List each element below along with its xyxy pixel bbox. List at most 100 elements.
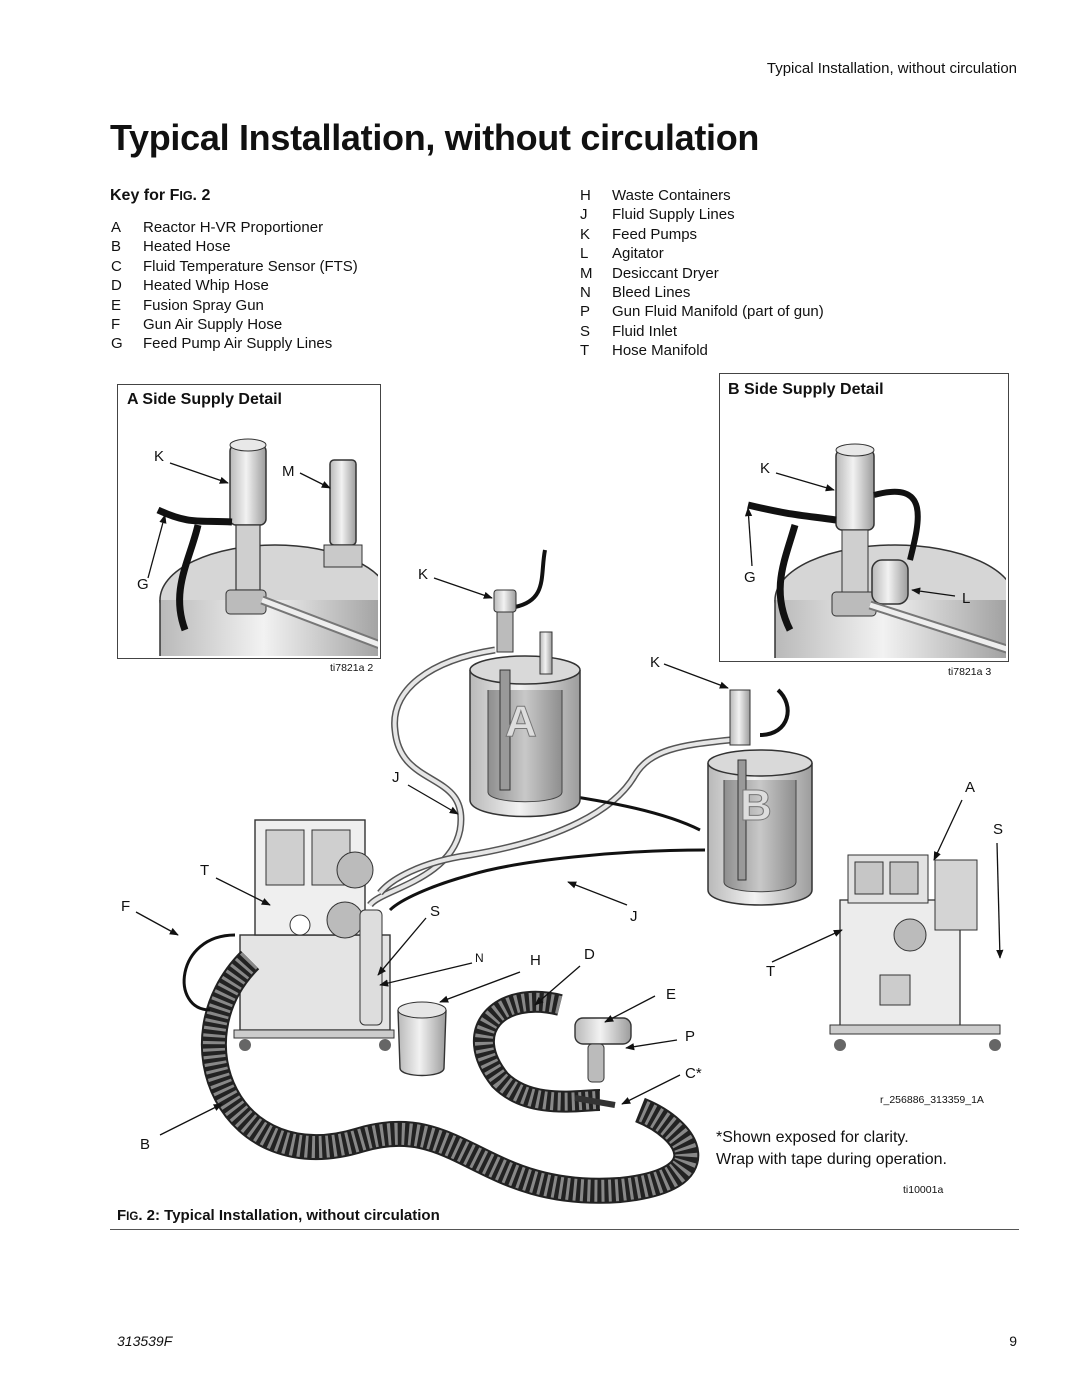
- label-k-detail-a: K: [154, 448, 165, 465]
- key-letter: A: [111, 219, 122, 236]
- key-letter: F: [111, 316, 121, 334]
- key-item: T Hose Manifold: [580, 341, 824, 360]
- note-line-2: Wrap with tape during operation.: [716, 1151, 947, 1168]
- key-text: Bleed Lines: [612, 284, 691, 302]
- key-letter: S: [580, 322, 591, 340]
- key-item: M Desiccant Dryer: [580, 264, 824, 283]
- key-text: Heated Hose: [143, 238, 231, 256]
- label-s-inset: S: [993, 821, 1004, 838]
- a-side-detail-title: A Side Supply Detail: [127, 391, 282, 408]
- label-t-inset: T: [766, 963, 776, 980]
- key-item: A Reactor H-VR Proportioner: [111, 218, 358, 237]
- label-p: P: [685, 1028, 696, 1045]
- detail-b-ref: ti7821a 3: [948, 666, 992, 678]
- caption-divider: [110, 1229, 1019, 1230]
- key-text: Fusion Spray Gun: [143, 296, 264, 314]
- page-number: 9: [1009, 1333, 1017, 1349]
- key-item: L Agitator: [580, 244, 824, 263]
- key-text: Heated Whip Hose: [143, 277, 269, 295]
- b-side-detail-drawing: [744, 443, 1006, 658]
- key-item: E Fusion Spray Gun: [111, 296, 358, 315]
- label-s-main: S: [430, 903, 441, 920]
- key-heading-suffix: . 2: [192, 187, 211, 204]
- label-c: C*: [685, 1065, 702, 1082]
- figure-caption: FIG. 2: Typical Installation, without ci…: [117, 1207, 440, 1224]
- key-heading-fig: IG: [179, 189, 193, 203]
- key-letter: B: [111, 238, 122, 256]
- key-text: Waste Containers: [612, 187, 731, 204]
- key-text: Desiccant Dryer: [612, 264, 719, 282]
- exposure-note: *Shown exposed for clarity. Wrap with ta…: [716, 1127, 947, 1171]
- note-line-1: *Shown exposed for clarity.: [716, 1129, 909, 1146]
- detail-a-ref: ti7821a 2: [330, 662, 374, 674]
- key-heading: Key for FIG. 2: [110, 187, 210, 205]
- main-scene: A B: [135, 549, 1004, 1204]
- key-item: G Feed Pump Air Supply Lines: [111, 334, 358, 353]
- key-item: K Feed Pumps: [580, 225, 824, 244]
- page-title: Typical Installation, without circulatio…: [110, 117, 760, 158]
- key-letter: M: [580, 264, 593, 282]
- key-item: D Heated Whip Hose: [111, 276, 358, 295]
- caption-prefix: F: [117, 1207, 127, 1224]
- key-letter: H: [580, 187, 591, 204]
- key-heading-prefix: Key for F: [110, 187, 180, 204]
- key-letter: E: [111, 296, 122, 314]
- key-text: Agitator: [612, 245, 664, 263]
- key-list-right: H Waste Containers J Fluid Supply Lines K F…: [580, 186, 824, 361]
- key-text: Fluid Supply Lines: [612, 206, 735, 224]
- label-n: N: [475, 951, 484, 965]
- key-text: Fluid Inlet: [612, 322, 678, 340]
- caption-fig: IG: [126, 1211, 139, 1223]
- key-letter: C: [111, 257, 122, 275]
- key-letter: L: [580, 245, 589, 263]
- key-item: N Bleed Lines: [580, 283, 824, 302]
- key-letter: P: [580, 303, 591, 321]
- key-item: P Gun Fluid Manifold (part of gun): [580, 302, 824, 321]
- label-d: D: [584, 946, 595, 963]
- key-letter: G: [111, 335, 123, 353]
- b-side-detail-title: B Side Supply Detail: [728, 381, 884, 398]
- key-text: Reactor H-VR Proportioner: [143, 219, 324, 236]
- label-f: F: [121, 898, 131, 915]
- inset-ref: r_256886_313359_1A: [880, 1094, 984, 1106]
- drum-a-letter: A: [505, 697, 537, 746]
- key-item: C Fluid Temperature Sensor (FTS): [111, 257, 358, 276]
- label-t-main: T: [200, 862, 210, 879]
- label-g-detail-a: G: [137, 576, 149, 593]
- label-e: E: [666, 986, 677, 1003]
- drum-b-letter: B: [740, 781, 772, 830]
- label-j-right: J: [630, 908, 638, 925]
- key-text: Hose Manifold: [612, 342, 708, 360]
- label-k-drum-b: K: [650, 654, 661, 671]
- label-k-drum-a: K: [418, 566, 429, 583]
- label-m-detail-a: M: [282, 463, 295, 480]
- key-text: Feed Pump Air Supply Lines: [143, 335, 333, 353]
- doc-number: 313539F: [117, 1333, 173, 1349]
- running-header: Typical Installation, without circulatio…: [766, 60, 1017, 77]
- key-text: Feed Pumps: [612, 225, 698, 243]
- label-g-detail-b: G: [744, 569, 756, 586]
- key-item: B Heated Hose: [111, 237, 358, 256]
- key-letter: D: [111, 277, 122, 295]
- key-text: Fluid Temperature Sensor (FTS): [143, 257, 358, 275]
- label-h: H: [530, 952, 541, 969]
- key-letter: T: [580, 342, 590, 360]
- key-letter: N: [580, 284, 591, 302]
- key-letter: J: [580, 206, 588, 224]
- key-item: H Waste Containers: [580, 186, 824, 205]
- label-a-inset: A: [965, 779, 976, 796]
- key-item: S Fluid Inlet: [580, 322, 824, 341]
- label-k-detail-b: K: [760, 460, 771, 477]
- key-item: F Gun Air Supply Hose: [111, 315, 358, 334]
- key-text: Gun Air Supply Hose: [143, 316, 283, 334]
- key-letter: K: [580, 225, 591, 243]
- a-side-detail-drawing: [147, 438, 378, 656]
- caption-text: . 2: Typical Installation, without circu…: [138, 1207, 440, 1224]
- main-figure-ref: ti10001a: [903, 1184, 944, 1196]
- label-l-detail-b: L: [962, 590, 971, 607]
- key-item: J Fluid Supply Lines: [580, 205, 824, 224]
- label-j-left: J: [392, 769, 400, 786]
- key-text: Gun Fluid Manifold (part of gun): [612, 303, 824, 321]
